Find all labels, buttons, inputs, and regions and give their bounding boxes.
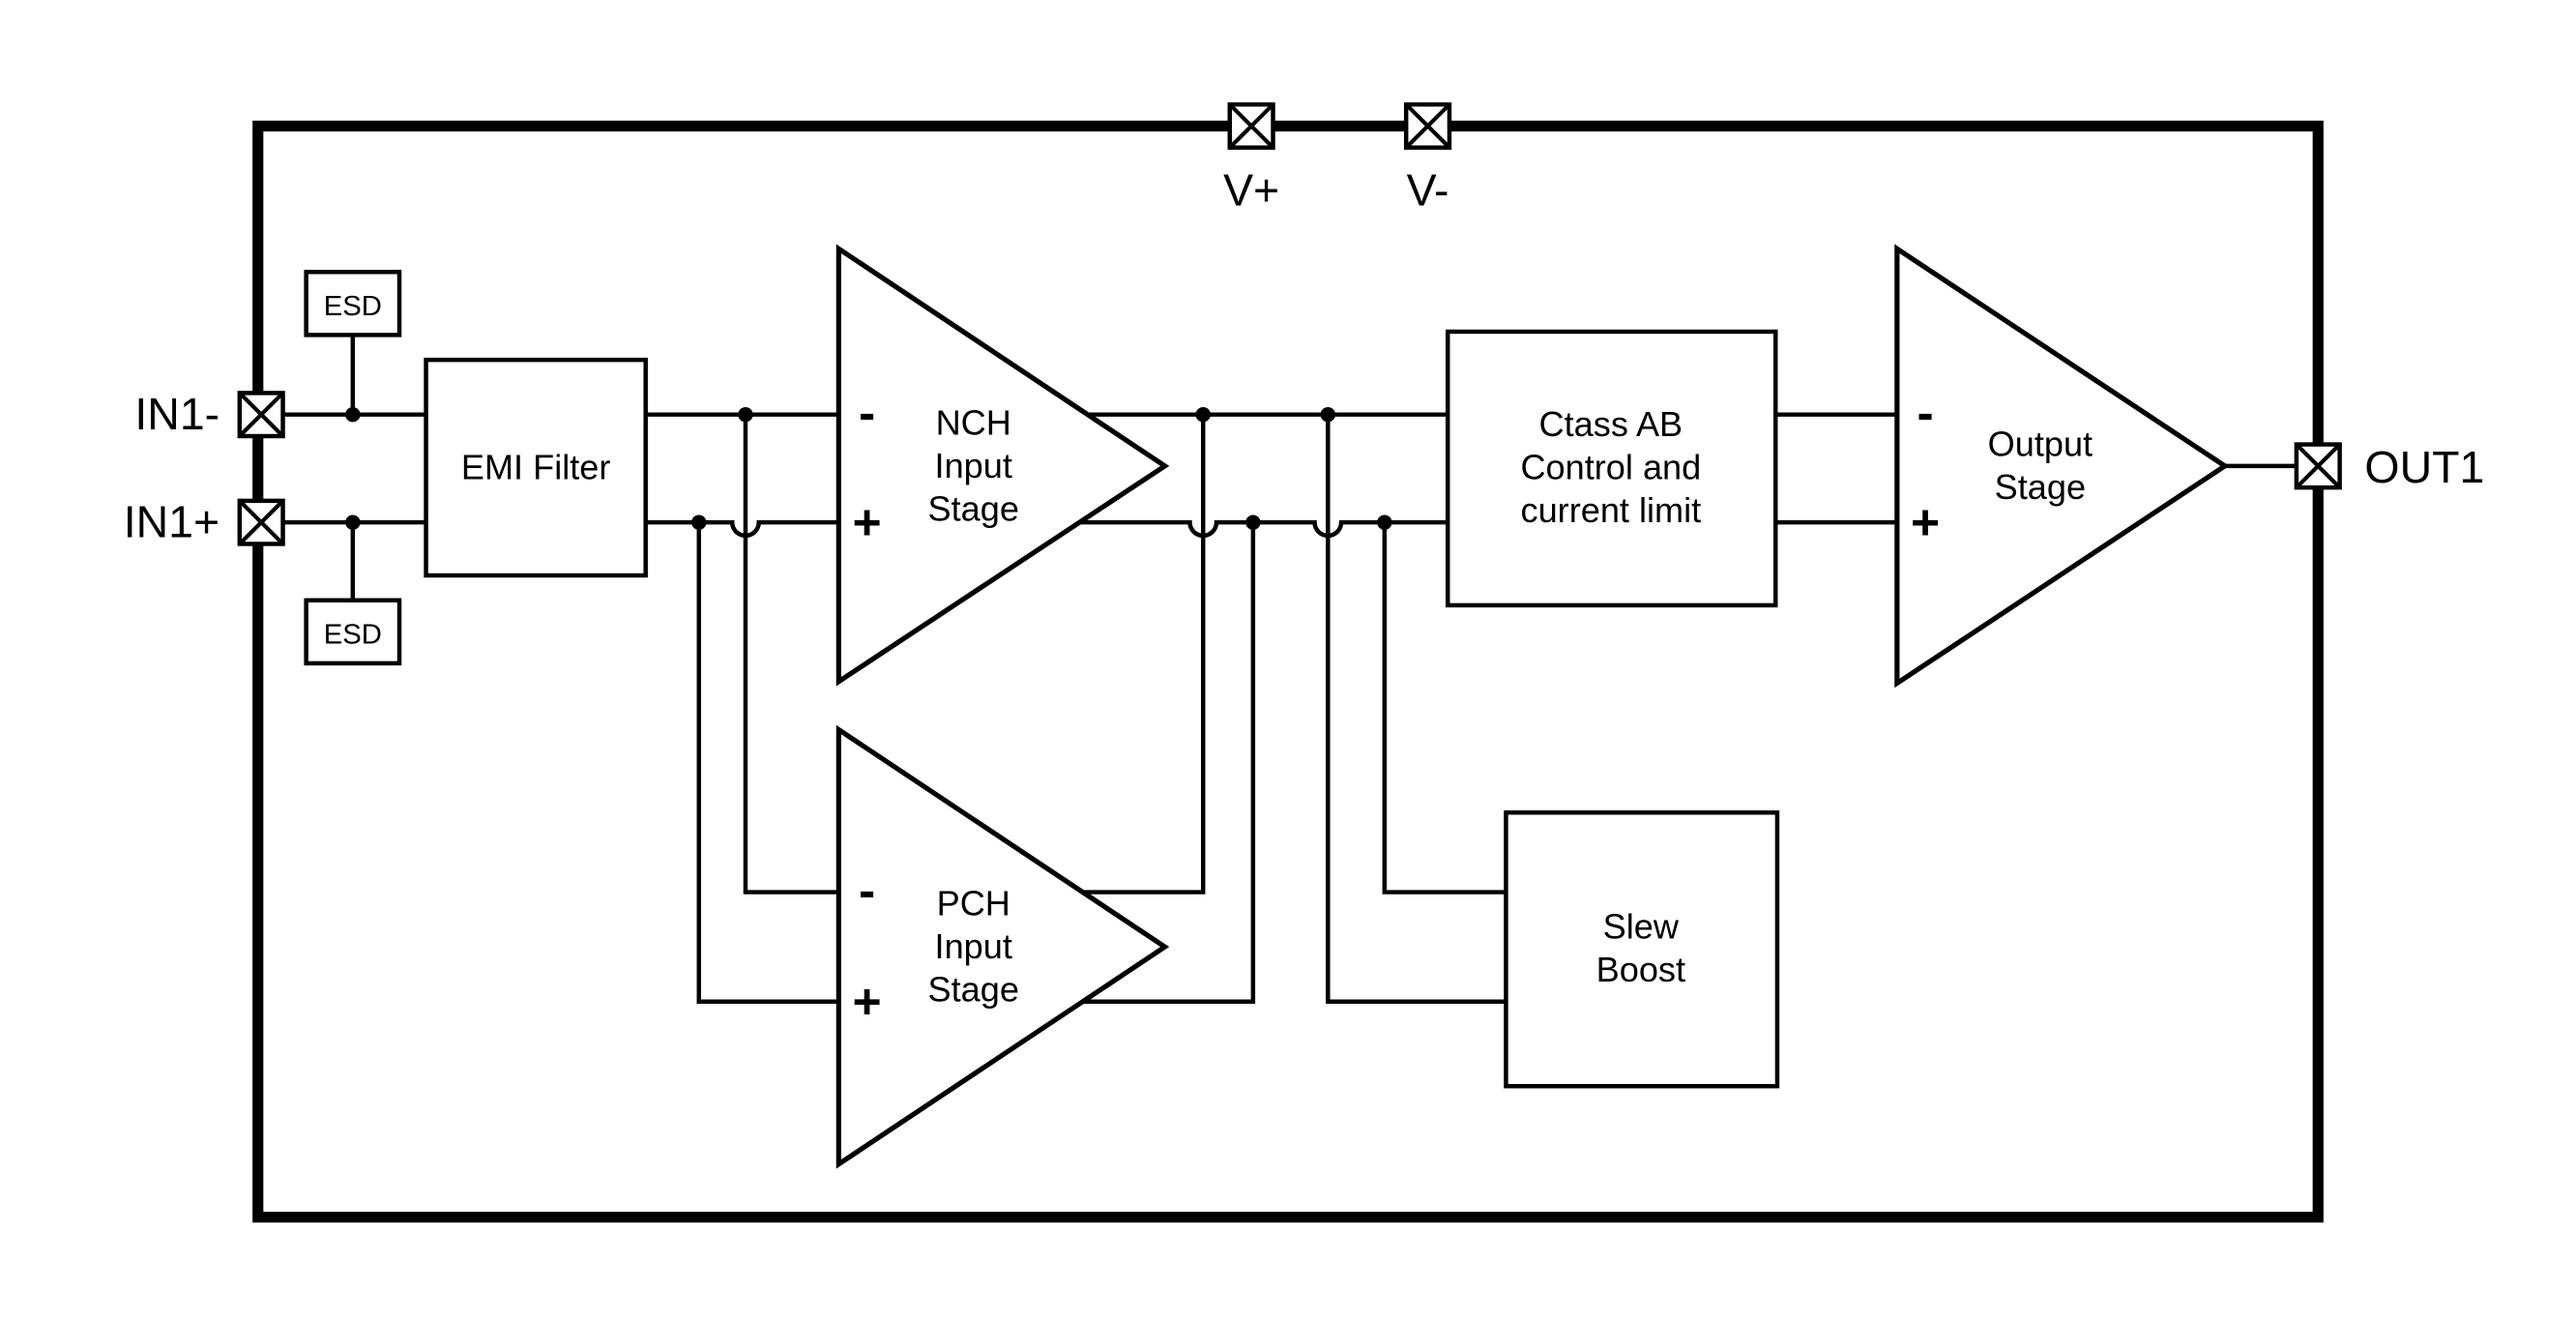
pin-x-mark xyxy=(1228,103,1274,150)
wire-pch-out-top xyxy=(1083,414,1206,895)
pin-in1-minus xyxy=(237,391,285,439)
output-stage-labels: Output Stage - + xyxy=(1911,384,2093,549)
pch-label-line1: PCH xyxy=(937,884,1010,924)
output-stage-minus-sign: - xyxy=(1917,384,1934,440)
junction-dot xyxy=(1195,406,1211,423)
wire-branch-to-pch-minus xyxy=(743,414,839,895)
class-ab-label-line3: current limit xyxy=(1521,490,1702,530)
slew-boost-block xyxy=(1504,810,1780,1089)
pin-in1-plus xyxy=(237,498,285,546)
pin-x-mark xyxy=(238,499,285,545)
junction-dot xyxy=(345,514,361,530)
slew-boost-labels: Slew Boost xyxy=(1596,907,1685,990)
esd-bottom-label: ESD xyxy=(324,619,382,650)
junction-dot xyxy=(1377,514,1392,530)
device-boundary xyxy=(252,120,2324,1223)
junction-dot xyxy=(738,406,753,423)
pin-label-in1-plus: IN1+ xyxy=(124,497,220,547)
emi-filter-block xyxy=(424,357,648,578)
output-stage-label-line1: Output xyxy=(1988,425,2093,464)
nch-input-stage-labels: NCH Input Stage - + xyxy=(853,384,1019,549)
nch-label-line3: Stage xyxy=(928,489,1019,529)
junction-dot xyxy=(345,406,361,423)
emi-filter-label: EMI Filter xyxy=(461,448,611,487)
esd-block-bottom xyxy=(304,598,402,666)
junction-dot xyxy=(1245,514,1261,530)
pin-label-v-plus: V+ xyxy=(1223,165,1279,216)
pch-input-stage-triangle xyxy=(835,724,1170,1169)
pin-v-plus xyxy=(1227,102,1275,150)
class-ab-label-line1: Ctass AB xyxy=(1539,404,1683,444)
pch-plus-sign: + xyxy=(853,973,882,1029)
pch-input-stage-labels: PCH Input Stage - + xyxy=(853,862,1019,1029)
nch-input-stage-triangle xyxy=(835,244,1170,687)
pin-label-in1-minus: IN1- xyxy=(134,389,220,439)
pin-label-v-minus: V- xyxy=(1407,165,1449,216)
junction-dot xyxy=(1320,406,1336,423)
nch-label-line2: Input xyxy=(935,446,1012,485)
slew-boost-label-line2: Boost xyxy=(1596,950,1685,989)
pch-label-line2: Input xyxy=(935,926,1012,966)
output-stage-plus-sign: + xyxy=(1911,493,1940,549)
wire-emi-to-nch-plus xyxy=(645,519,839,539)
junction-dot xyxy=(691,514,707,530)
pin-x-mark xyxy=(238,391,285,438)
wire-slew-boost-top-feed xyxy=(1382,522,1507,895)
class-ab-label-line2: Control and xyxy=(1520,448,1701,487)
pin-out1 xyxy=(2294,442,2342,490)
output-stage-triangle xyxy=(1894,244,2230,689)
output-stage-label-line2: Stage xyxy=(1995,467,2086,507)
nch-label-line1: NCH xyxy=(936,402,1011,442)
pch-label-line3: Stage xyxy=(928,970,1019,1010)
pin-v-minus xyxy=(1403,102,1452,150)
class-ab-control-labels: Ctass AB Control and current limit xyxy=(1520,404,1701,530)
pch-minus-sign: - xyxy=(859,862,875,918)
wire-slew-boost-bottom-feed xyxy=(1326,414,1507,1004)
pin-x-mark xyxy=(1404,103,1451,150)
esd-top-label: ESD xyxy=(324,291,382,322)
nch-minus-sign: - xyxy=(859,384,875,440)
slew-boost-label-line1: Slew xyxy=(1603,907,1680,947)
class-ab-control-block xyxy=(1445,329,1778,608)
wire-branch-to-pch-plus xyxy=(696,522,839,1004)
pin-x-mark xyxy=(2295,443,2342,489)
pin-label-out1: OUT1 xyxy=(2364,442,2484,492)
wire-pch-out-bottom xyxy=(1083,522,1256,1004)
nch-plus-sign: + xyxy=(853,493,882,549)
wire-nch-out-bottom-to-classab xyxy=(1079,519,1449,539)
